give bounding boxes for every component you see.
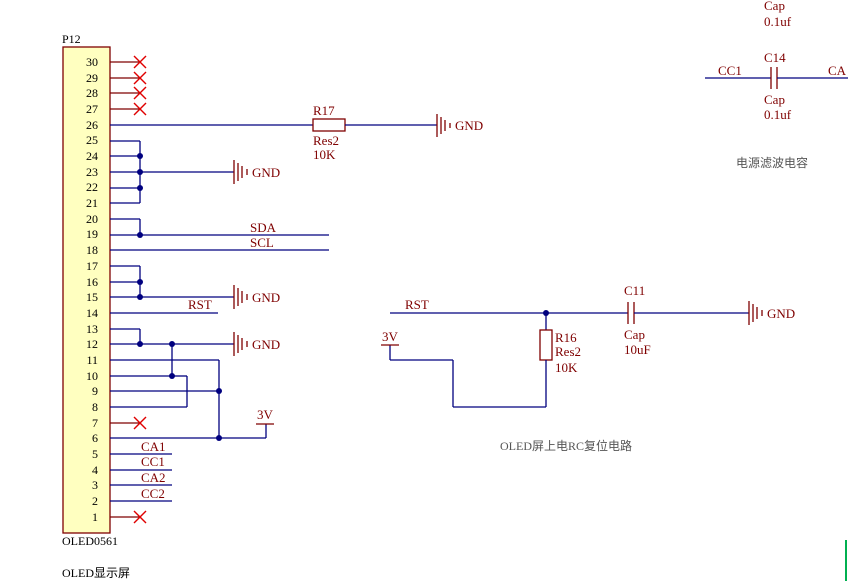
r16-type: Res2 bbox=[555, 344, 581, 359]
pin-number: 4 bbox=[92, 463, 98, 477]
pin-number: 2 bbox=[92, 494, 98, 508]
gnd-label: GND bbox=[767, 306, 795, 321]
c14-value: 0.1uf bbox=[764, 107, 792, 122]
filter-capacitors: Cap 0.1uf C14 CC1 CA Cap 0.1uf 电源滤波电容 bbox=[705, 0, 848, 170]
filter-caption: 电源滤波电容 bbox=[736, 155, 808, 170]
junction-dot bbox=[137, 169, 143, 175]
c14-ref: C14 bbox=[764, 50, 786, 65]
pin-number: 15 bbox=[86, 290, 98, 304]
pin-number: 14 bbox=[86, 306, 98, 320]
pin-number: 23 bbox=[86, 165, 98, 179]
pin-number: 18 bbox=[86, 243, 98, 257]
cap-top-value: 0.1uf bbox=[764, 14, 792, 29]
pin-number: 8 bbox=[92, 400, 98, 414]
junction-dot bbox=[216, 435, 222, 441]
r16-resistor bbox=[539, 329, 553, 361]
pin-number: 22 bbox=[86, 180, 98, 194]
junction-dot bbox=[216, 388, 222, 394]
pin-number: 3 bbox=[92, 478, 98, 492]
cc1-net-label: CC1 bbox=[141, 454, 165, 469]
i2c-bus: SDA SCL bbox=[110, 218, 329, 251]
c14-type: Cap bbox=[764, 92, 785, 107]
r16-ref: R16 bbox=[555, 330, 577, 345]
cc1-right-net-label: CC1 bbox=[718, 63, 742, 78]
ca1-net-label: CA1 bbox=[141, 439, 166, 454]
pin-number: 9 bbox=[92, 384, 98, 398]
pin-number: 28 bbox=[86, 86, 98, 100]
pin-number: 7 bbox=[92, 416, 98, 430]
c11-value: 10uF bbox=[624, 342, 651, 357]
junction-dot bbox=[137, 185, 143, 191]
rc-reset-circuit: RST 3V R16 Res2 10K C11 Cap 10uF GND OLE… bbox=[381, 283, 795, 453]
scl-net-label: SCL bbox=[250, 235, 274, 250]
pin-number: 5 bbox=[92, 447, 98, 461]
sda-net-label: SDA bbox=[250, 220, 277, 235]
no-connect-marks bbox=[133, 55, 147, 524]
pin-number: 11 bbox=[86, 353, 98, 367]
c11-type: Cap bbox=[624, 327, 645, 342]
pin-number: 16 bbox=[86, 275, 98, 289]
pin-number: 13 bbox=[86, 322, 98, 336]
rst-net-label: RST bbox=[405, 297, 429, 312]
pin-number: 1 bbox=[92, 510, 98, 524]
no-connect-mark bbox=[133, 416, 147, 430]
gnd-label: GND bbox=[252, 337, 280, 352]
no-connect-mark bbox=[133, 510, 147, 524]
reset-caption: OLED屏上电RC复位电路 bbox=[500, 438, 632, 453]
ca-cc-nets: CA1 CC1 CA2 CC2 bbox=[110, 439, 172, 502]
pin-number: 21 bbox=[86, 196, 98, 210]
pin-number: 26 bbox=[86, 118, 98, 132]
v3-net-label: 3V bbox=[257, 407, 274, 422]
gnd-group-3: GND 3V bbox=[110, 328, 280, 441]
pin-stubs bbox=[110, 61, 140, 518]
pin-number: 10 bbox=[86, 369, 98, 383]
no-connect-mark bbox=[133, 71, 147, 85]
r17-ref: R17 bbox=[313, 103, 335, 118]
r16-value: 10K bbox=[555, 360, 578, 375]
gnd-group-1: GND bbox=[110, 140, 280, 204]
connector-part: OLED0561 bbox=[62, 534, 118, 548]
c11-ref: C11 bbox=[624, 283, 645, 298]
cc2-net-label: CC2 bbox=[141, 486, 165, 501]
gnd-label: GND bbox=[455, 118, 483, 133]
pin-numbers: 30 29 28 27 26 25 24 23 22 21 20 19 18 1… bbox=[86, 55, 98, 524]
pin-number: 29 bbox=[86, 71, 98, 85]
pin-number: 19 bbox=[86, 227, 98, 241]
no-connect-mark bbox=[133, 86, 147, 100]
pin-number: 12 bbox=[86, 337, 98, 351]
pin-number: 20 bbox=[86, 212, 98, 226]
rst-net-label: RST bbox=[188, 297, 212, 312]
junction-dot bbox=[137, 279, 143, 285]
junction-dot bbox=[137, 153, 143, 159]
connector-designator: P12 bbox=[62, 32, 81, 46]
r17-type: Res2 bbox=[313, 133, 339, 148]
gnd-label: GND bbox=[252, 290, 280, 305]
ca-right-net-label: CA bbox=[828, 63, 847, 78]
pin-number: 27 bbox=[86, 102, 98, 116]
pin-number: 17 bbox=[86, 259, 98, 273]
r17-value: 10K bbox=[313, 147, 336, 162]
r17-circuit: R17 Res2 10K GND bbox=[110, 103, 483, 162]
no-connect-mark bbox=[133, 55, 147, 69]
junction-dot bbox=[137, 232, 143, 238]
ca2-net-label: CA2 bbox=[141, 470, 166, 485]
connector-body bbox=[62, 46, 111, 534]
gnd-group-2: GND RST bbox=[110, 265, 280, 314]
junction-dot bbox=[137, 294, 143, 300]
no-connect-mark bbox=[133, 102, 147, 116]
v3-net-label: 3V bbox=[382, 329, 399, 344]
r17-resistor bbox=[312, 118, 346, 132]
junction-dot bbox=[137, 341, 143, 347]
pin-number: 24 bbox=[86, 149, 98, 163]
pin-number: 30 bbox=[86, 55, 98, 69]
pin-number: 6 bbox=[92, 431, 98, 445]
cap-top-type: Cap bbox=[764, 0, 785, 13]
connector-caption: OLED显示屏 bbox=[62, 566, 130, 580]
pin-number: 25 bbox=[86, 133, 98, 147]
gnd-label: GND bbox=[252, 165, 280, 180]
